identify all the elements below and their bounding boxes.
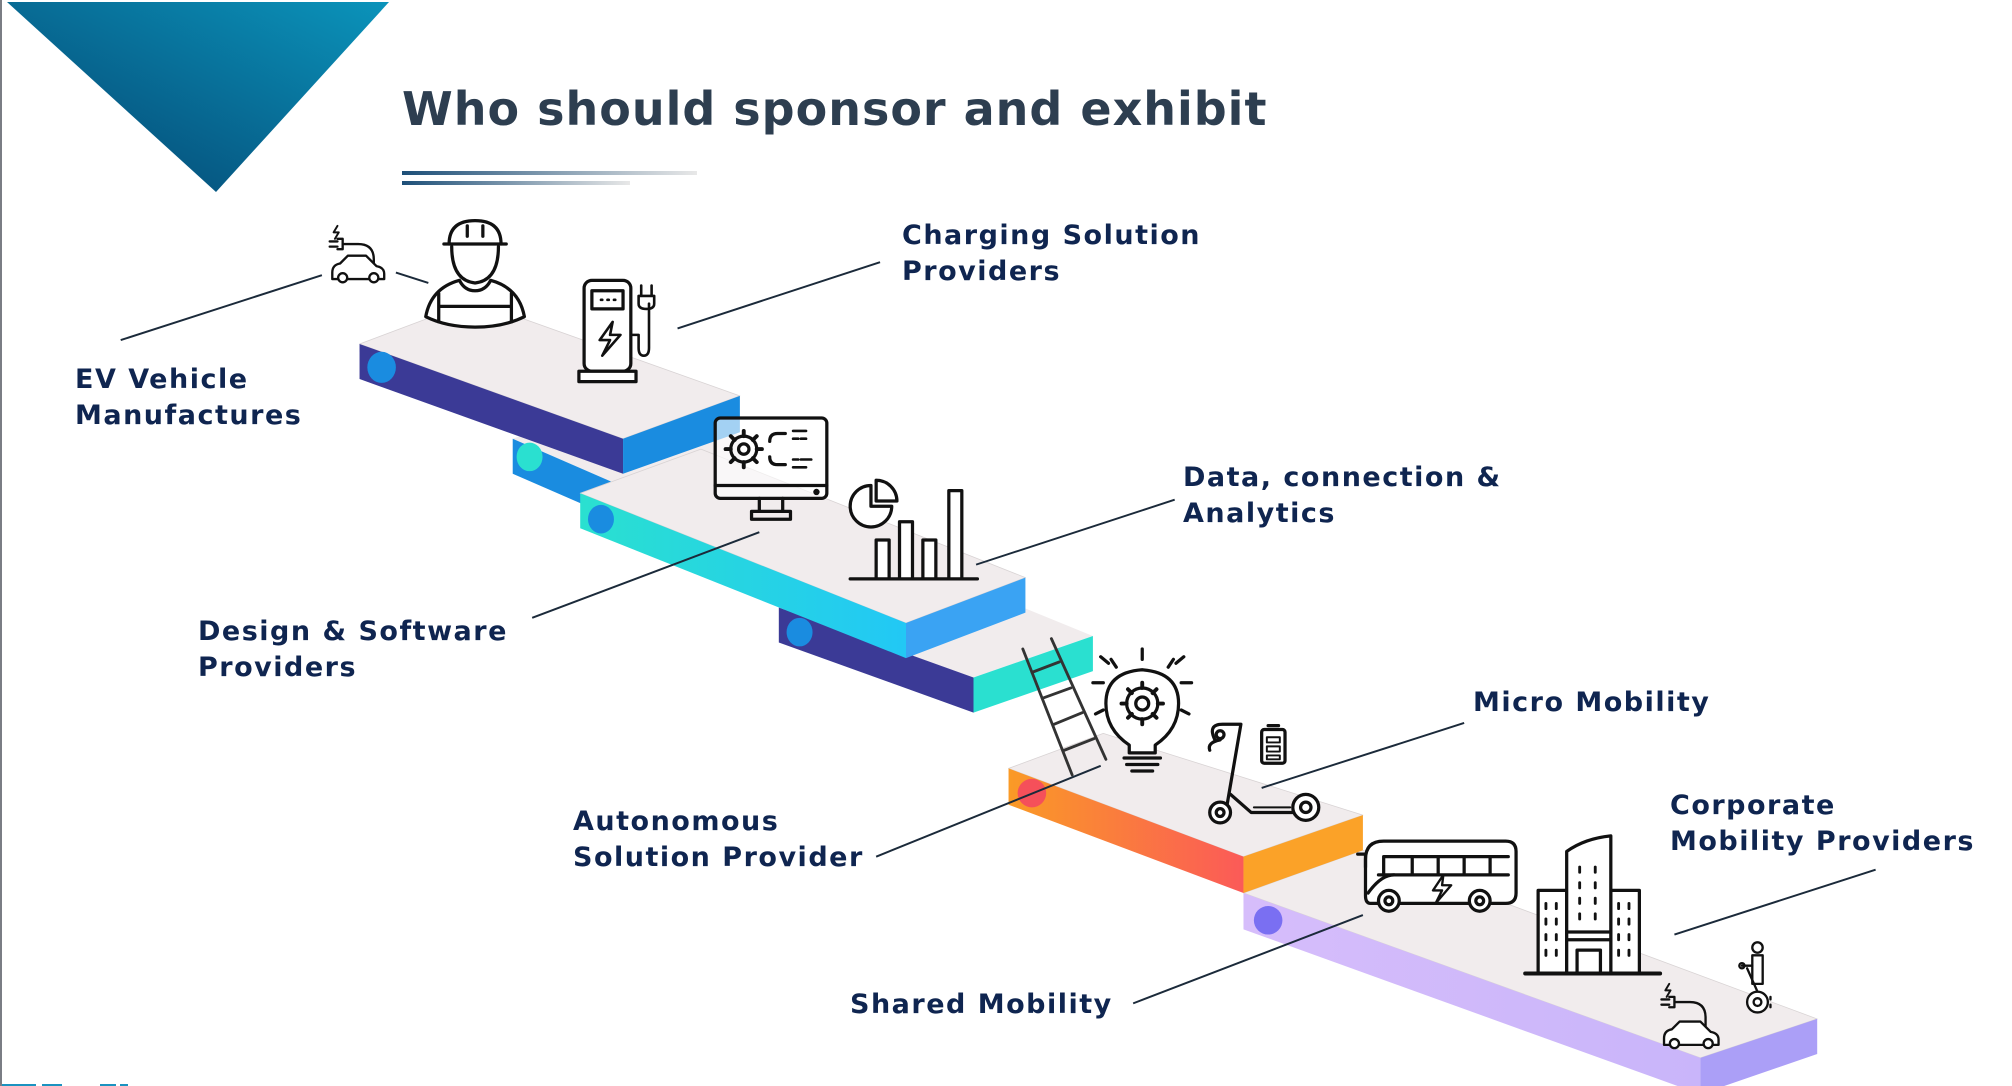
pie-chart-icon <box>848 478 899 529</box>
label-micro-mobility: Micro Mobility <box>1473 685 1710 721</box>
office-building-icon <box>1523 834 1663 976</box>
label-line: EV Vehicle <box>75 364 249 395</box>
step-block-5 <box>1008 732 1364 894</box>
engineer-icon <box>424 219 527 329</box>
label-line: Micro Mobility <box>1473 687 1711 718</box>
logo-fragment <box>2 1084 128 1086</box>
leader-line-autonomous <box>875 764 1102 858</box>
label-line: Manufactures <box>75 400 303 431</box>
label-ev-vehicle-manufactures: EV Vehicle Manufactures <box>75 362 302 434</box>
label-line: Mobility Providers <box>1670 826 1975 857</box>
label-line: Corporate <box>1670 790 1836 821</box>
leader-line-micro <box>1261 722 1465 789</box>
label-line: Design & Software <box>198 616 508 647</box>
leader-line-ev <box>120 274 323 342</box>
segway-icon <box>1738 941 1772 1014</box>
slide-left-border <box>0 0 2 1086</box>
ev-car-charging-icon-2 <box>1660 982 1720 1050</box>
leader-line-charging <box>677 261 881 330</box>
ladder-icon <box>1021 637 1108 777</box>
label-charging-solution-providers: Charging Solution Providers <box>902 218 1201 290</box>
label-line: Data, connection & <box>1183 462 1502 493</box>
battery-icon <box>1260 723 1287 765</box>
leader-line-corporate <box>1674 868 1876 936</box>
label-line: Analytics <box>1183 498 1336 529</box>
label-line: Solution Provider <box>573 842 864 873</box>
title-underline-1 <box>402 171 697 175</box>
leader-line-design <box>531 531 760 619</box>
title-underline-2 <box>402 181 630 185</box>
label-line: Shared Mobility <box>850 989 1113 1020</box>
step-block-1 <box>359 300 741 474</box>
bar-chart-icon <box>848 489 980 581</box>
page-title: Who should sponsor and exhibit <box>402 82 1268 136</box>
electric-bus-icon <box>1356 839 1518 913</box>
corner-triangle <box>7 2 389 192</box>
label-line: Autonomous <box>573 806 780 837</box>
monitor-gear-icon <box>713 416 829 521</box>
leader-line-shared <box>1132 914 1364 1005</box>
label-line: Providers <box>198 652 358 683</box>
label-corporate-mobility-providers: Corporate Mobility Providers <box>1670 788 1975 860</box>
ev-car-charging-icon <box>328 224 386 284</box>
label-shared-mobility: Shared Mobility <box>850 987 1113 1023</box>
leader-line-ev-2 <box>395 271 429 284</box>
label-line: Charging Solution <box>902 220 1202 251</box>
label-design-software-providers: Design & Software Providers <box>198 614 508 686</box>
lightbulb-gear-icon <box>1091 647 1194 773</box>
label-line: Providers <box>902 256 1062 287</box>
step-block-6 <box>1243 849 1818 1086</box>
label-autonomous-solution-provider: Autonomous Solution Provider <box>573 804 864 876</box>
scooter-icon <box>1207 722 1321 825</box>
charging-station-icon <box>577 278 656 384</box>
leader-line-data <box>975 498 1175 566</box>
label-data-connection-analytics: Data, connection & Analytics <box>1183 460 1502 532</box>
